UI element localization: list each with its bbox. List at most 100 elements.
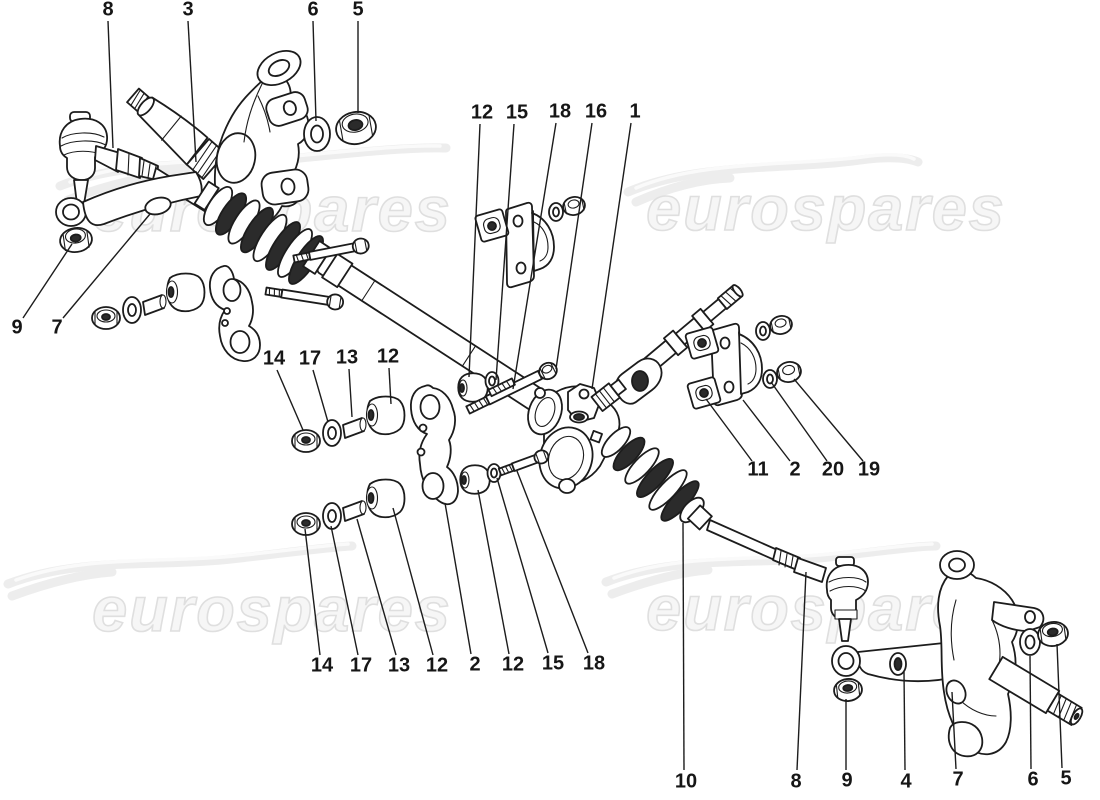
callout-label-12: 12: [377, 345, 399, 367]
nut-left: [335, 110, 377, 146]
leader-line-7: [62, 213, 151, 319]
mounting-plate-center: [410, 384, 459, 505]
knuckle-lower-lug: [260, 168, 310, 206]
watermark-text: eurospares: [646, 174, 1006, 244]
right-tie-rod-end: [825, 556, 869, 642]
leader-line-13: [356, 518, 397, 656]
right-rack-boot: [600, 426, 713, 531]
callout-label-16: 16: [585, 100, 607, 122]
leader-line-3: [187, 20, 197, 163]
callout-label-17: 17: [299, 347, 321, 369]
mount-kit-center-upper: [291, 395, 406, 453]
leader-line-8: [107, 20, 114, 149]
clamp-nut-plate-upper: [474, 208, 510, 243]
callout-label-12: 12: [471, 101, 493, 123]
leader-line-12: [392, 507, 434, 656]
leader-line-13: [348, 368, 353, 418]
nut-right: [1037, 621, 1069, 647]
pinion-housing: [527, 378, 627, 494]
nut-left-lower: [59, 227, 93, 253]
drawing-layer: [55, 50, 1084, 758]
clamp-nut-plate-right-upper: [684, 326, 720, 360]
left-steering-knuckle: [213, 50, 310, 227]
callout-label-18: 18: [583, 652, 605, 674]
leader-line-6: [1029, 655, 1032, 770]
leader-line-9: [22, 243, 73, 319]
mounting-plate-left: [209, 265, 261, 362]
callout-label-5: 5: [1060, 767, 1071, 789]
washer-left: [303, 116, 331, 152]
bolt-horizontal-lower: [264, 286, 345, 311]
leader-line-20: [770, 381, 828, 462]
callout-label-1: 1: [629, 100, 640, 122]
callout-label-14: 14: [263, 347, 286, 369]
leader-line-15: [496, 477, 549, 654]
callout-label-20: 20: [822, 458, 844, 480]
callout-label-18: 18: [549, 100, 571, 122]
callout-label-6: 6: [1027, 768, 1038, 790]
leader-line-2: [444, 502, 472, 655]
right-steering-arm: [831, 642, 966, 702]
callout-label-8: 8: [102, 0, 113, 20]
leader-line-1: [591, 122, 632, 390]
leader-line-12: [388, 367, 392, 405]
callout-label-19: 19: [858, 458, 880, 480]
callout-label-2: 2: [469, 653, 480, 675]
right-tie-rod: [706, 519, 827, 583]
washer-right: [1019, 628, 1041, 656]
callout-label-7: 7: [952, 768, 963, 790]
callout-label-12: 12: [502, 653, 524, 675]
idler-arm: [55, 171, 203, 227]
leader-line-14: [304, 528, 321, 656]
leader-line-15: [495, 123, 515, 381]
leader-line-5: [1056, 643, 1063, 769]
left-rack-boot: [193, 180, 324, 285]
callout-label-9: 9: [11, 316, 22, 338]
callout-label-15: 15: [542, 652, 564, 674]
leader-line-18: [516, 470, 589, 654]
clamp-stud-short: [487, 377, 516, 398]
rack-clamp-upper: [474, 196, 586, 289]
callout-label-7: 7: [51, 316, 62, 338]
bushing-kit-lower: [459, 463, 502, 495]
mount-kit-left: [91, 272, 206, 330]
leader-line-14: [276, 369, 304, 431]
leader-line-10: [682, 522, 685, 771]
callout-label-14: 14: [311, 654, 334, 676]
watermark-text: eurospares: [92, 575, 452, 645]
callout-label-5: 5: [352, 0, 363, 20]
plate-bolt-lower: [497, 449, 550, 477]
leader-line-4: [903, 671, 906, 771]
leader-line-16: [555, 122, 593, 370]
bolt-horizontal-upper: [292, 237, 370, 264]
clamp-nut-upper: [562, 196, 586, 216]
mount-kit-center-lower: [291, 478, 406, 536]
leader-line-2: [742, 399, 791, 462]
leader-line-8: [796, 571, 807, 771]
callout-label-10: 10: [675, 770, 697, 792]
leader-line-17: [312, 369, 329, 423]
callout-label-6: 6: [307, 0, 318, 20]
leader-line-17: [330, 525, 359, 656]
right-steering-knuckle: [937, 550, 1084, 758]
leader-line-19: [793, 378, 864, 462]
callout-label-4: 4: [900, 770, 912, 792]
leader-line-18: [512, 122, 557, 390]
leader-line-6: [312, 20, 317, 122]
callout-label-3: 3: [182, 0, 193, 20]
rack-clamp-right: [684, 315, 802, 410]
callout-label-17: 17: [350, 654, 372, 676]
leader-line-11: [705, 398, 753, 462]
knuckle-upper-lug: [265, 91, 309, 127]
knuckle-lug-right: [945, 679, 967, 705]
callout-label-13: 13: [388, 654, 410, 676]
watermark-bottom-left: eurospares: [3, 541, 452, 646]
clamp-nut-right-upper: [769, 315, 793, 335]
callout-label-8: 8: [790, 770, 801, 792]
callout-label-13: 13: [336, 346, 358, 368]
callout-label-15: 15: [506, 101, 528, 123]
stub-axle-right: [988, 655, 1084, 726]
callout-label-9: 9: [841, 769, 852, 791]
